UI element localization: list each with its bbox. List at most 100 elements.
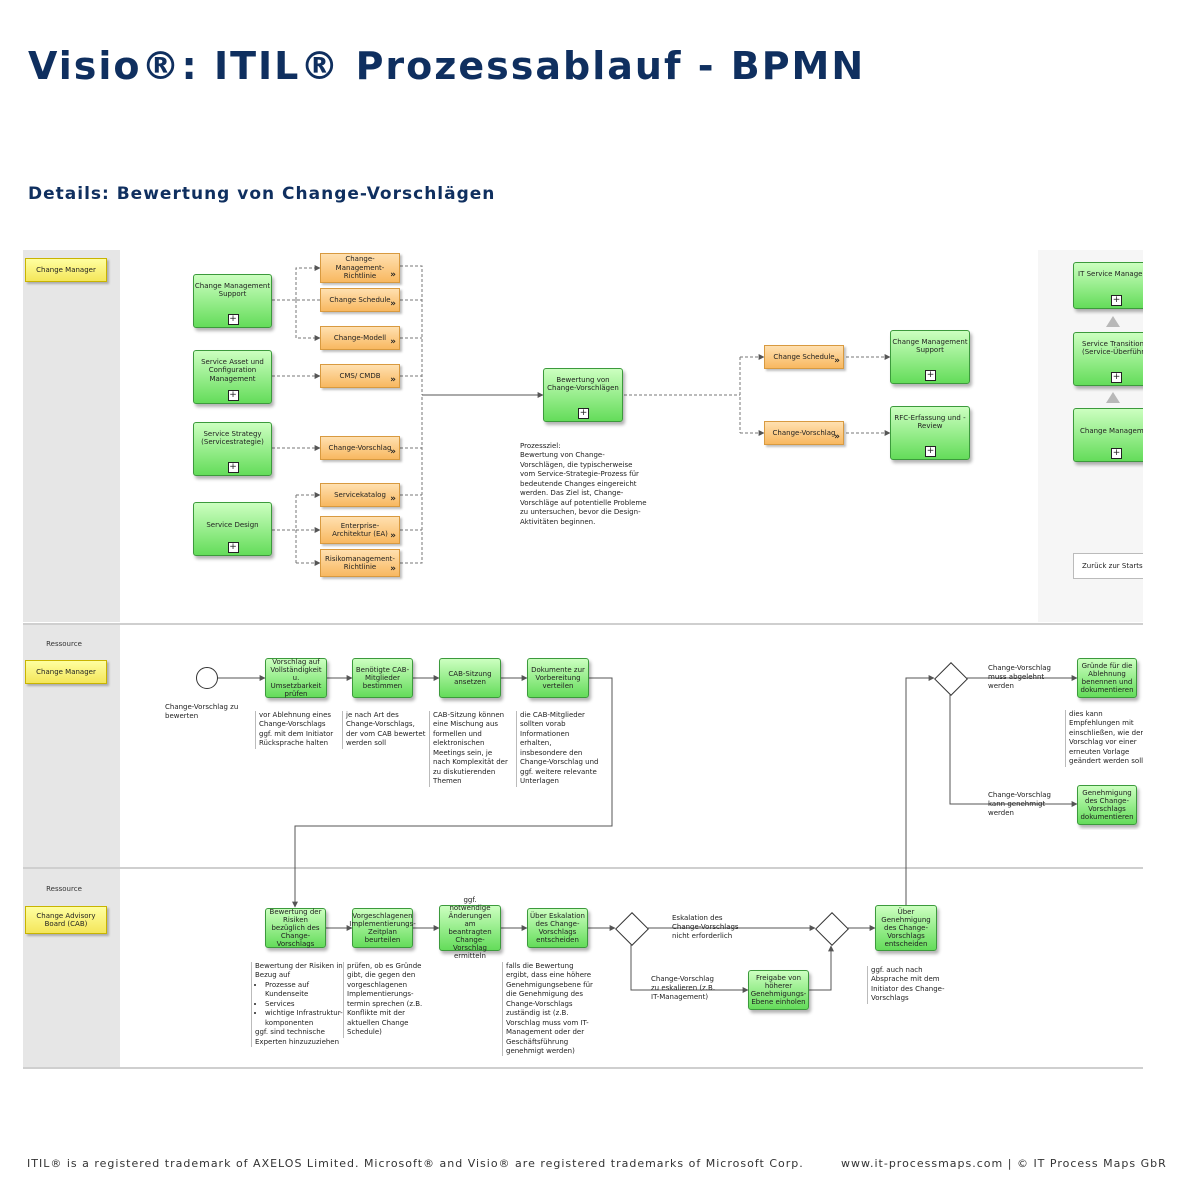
expand-icon[interactable]: + (925, 446, 936, 457)
chevron-right-icon: » (390, 447, 396, 458)
doc-enterprise-architektur[interactable]: Enterprise-Architektur (EA)» (320, 516, 400, 544)
flow-label-keine-eskalation: Eskalation des Change-Vorschlags nicht e… (672, 914, 739, 941)
note-risiken-item: wichtige Infrastruktur-komponenten (265, 1009, 343, 1028)
role-cab: Change Advisory Board (CAB) (25, 906, 107, 934)
doc-label: Change-Management-Richtlinie (335, 255, 385, 281)
note-risiken: Bewertung der Risiken in Bezug auf Proze… (251, 962, 343, 1047)
page-title: Visio®: ITIL® Prozessablauf - BPMN (28, 44, 866, 88)
role-change-manager: Change Manager (25, 660, 107, 684)
start-event[interactable] (196, 667, 218, 689)
note-cab-sitzung: CAB-Sitzung können eine Mischung aus for… (429, 711, 511, 787)
note-zeitplan: prüfen, ob es Gründe gibt, die gegen den… (343, 962, 425, 1038)
flow-label-eskalieren: Change-Vorschlag zu eskalieren (z.B. IT-… (651, 975, 716, 1002)
note-absprache-initiator: ggf. auch nach Absprache mit dem Initiat… (867, 966, 951, 1004)
doc-change-vorschlag-out[interactable]: Change-Vorschlag» (764, 421, 844, 445)
task-dokumente-verteilen[interactable]: Dokumente zur Vorbereitung verteilen (527, 658, 589, 698)
doc-change-schedule[interactable]: Change Schedule» (320, 288, 400, 312)
process-label: Change Management Support (194, 282, 271, 299)
process-service-asset-configuration-management[interactable]: Service Asset und Configuration Manageme… (193, 350, 272, 404)
process-it-service-management[interactable]: IT Service Management + (1073, 262, 1143, 309)
resource-label: Ressource (46, 640, 82, 648)
page-subtitle: Details: Bewertung von Change-Vorschläge… (28, 184, 496, 204)
doc-risikomanagement-richtlinie[interactable]: Risikomanagement-Richtlinie» (320, 549, 400, 577)
process-label: IT Service Management (1078, 270, 1143, 278)
process-goal-note: Prozessziel: Bewertung von Change-Vorsch… (520, 442, 647, 526)
hierarchy-arrow-icon (1106, 316, 1120, 327)
role-change-manager-overview: Change Manager (25, 258, 107, 282)
task-vorschlag-pruefen[interactable]: Vorschlag auf Vollständigkeit u. Umsetzb… (265, 658, 327, 698)
expand-icon[interactable]: + (578, 408, 589, 419)
process-label: Service Strategy (Servicestrategie) (201, 430, 264, 447)
process-change-management-support[interactable]: Change Management Support + (193, 274, 272, 328)
chevron-right-icon: » (834, 432, 840, 443)
doc-label: Change-Modell (333, 333, 387, 342)
task-freigabe-einholen[interactable]: Freigabe von höherer Genehmigungs-Ebene … (748, 970, 809, 1010)
doc-change-schedule-out[interactable]: Change Schedule» (764, 345, 844, 369)
expand-icon[interactable]: + (227, 314, 239, 325)
doc-label: Change Schedule (329, 295, 391, 304)
doc-label: Risikomanagement-Richtlinie (325, 554, 395, 571)
doc-change-vorschlag-in[interactable]: Change-Vorschlag» (320, 436, 400, 460)
note-empfehlungen: dies kann Empfehlungen mit einschließen,… (1065, 710, 1143, 767)
note-cab-mitglieder: die CAB-Mitglieder sollten vorab Informa… (516, 711, 600, 787)
task-genehmigung-dokumentieren[interactable]: Genehmigung des Change-Vorschlags dokume… (1077, 785, 1137, 825)
doc-label: Change Schedule (773, 352, 835, 361)
task-zeitplan-beurteilen[interactable]: Vorgeschlagenen Implementierungs-Zeitpla… (349, 908, 416, 948)
expand-icon[interactable]: + (227, 542, 239, 553)
process-label: Service Asset und Configuration Manageme… (201, 358, 264, 383)
process-bewertung-von-change-vorschlaegen[interactable]: Bewertung von Change-Vorschlägen+ (543, 368, 623, 422)
hierarchy-arrow-icon (1106, 392, 1120, 403)
note-risiken-tail: ggf. sind technische Experten hinzuzuzie… (255, 1028, 340, 1046)
lane-separator (23, 867, 1143, 869)
expand-icon[interactable]: + (227, 390, 239, 401)
note-risiken-list: Prozesse auf Kundenseite Services wichti… (255, 981, 343, 1028)
lane-separator (23, 1067, 1143, 1069)
task-gruende-ablehnung[interactable]: Gründe für die Ablehnung benennen und do… (1077, 658, 1137, 698)
task-risiken-bewerten[interactable]: Bewertung der Risiken bezüglich des Chan… (265, 908, 326, 948)
note-je-nach-art: je nach Art des Change-Vorschlags, der v… (342, 711, 426, 749)
doc-label: Servicekatalog (334, 490, 386, 499)
lane1-right-clip: Gründe für die Ablehnung benennen und do… (1060, 650, 1143, 830)
doc-label: Change-Vorschlag (328, 443, 392, 452)
task-genehmigung-entscheiden[interactable]: Über Genehmigung des Change-Vorschlags e… (875, 905, 937, 951)
process-rfc-erfassung-review[interactable]: RFC-Erfassung und -Review + (890, 406, 970, 460)
expand-icon[interactable]: + (1111, 372, 1122, 383)
expand-icon[interactable]: + (1111, 295, 1122, 306)
doc-servicekatalog[interactable]: Servicekatalog » (320, 483, 400, 507)
chevron-right-icon: » (390, 494, 396, 505)
process-label: RFC-Erfassung und -Review (894, 414, 966, 431)
task-cab-mitglieder-bestimmen[interactable]: Benötigte CAB-Mitglieder bestimmen (352, 658, 413, 698)
note-risiken-item: Prozesse auf Kundenseite (265, 981, 343, 1000)
expand-icon[interactable]: + (1111, 448, 1122, 459)
process-label: Service Design (206, 521, 259, 529)
task-eskalation-entscheiden[interactable]: Über Eskalation des Change-Vorschlags en… (527, 908, 588, 948)
lane-header-cab (23, 869, 120, 1067)
process-change-management[interactable]: Change Management+ (1073, 408, 1143, 462)
task-cab-sitzung-ansetzen[interactable]: CAB-Sitzung ansetzen (439, 658, 501, 698)
back-to-start-button[interactable]: Zurück zur Startseite (1073, 553, 1143, 579)
flow-label-genehmigt: Change-Vorschlag kann genehmigt werden (988, 791, 1051, 818)
doc-cms-cmdb[interactable]: CMS/ CMDB » (320, 364, 400, 388)
doc-change-management-richtlinie[interactable]: Change-Management-Richtlinie » (320, 253, 400, 283)
chevron-right-icon: » (390, 270, 396, 281)
doc-label: Change-Vorschlag (772, 428, 836, 437)
chevron-right-icon: » (834, 356, 840, 367)
process-service-transition[interactable]: Service Transition (Service-Überführung)… (1073, 332, 1143, 386)
hierarchy-clip: IT Service Management + Service Transitio… (1070, 250, 1143, 622)
doc-label: Enterprise-Architektur (EA) (332, 521, 388, 538)
chevron-right-icon: » (390, 299, 396, 310)
doc-change-modell[interactable]: Change-Modell» (320, 326, 400, 350)
footer-copyright[interactable]: www.it-processmaps.com | © IT Process Ma… (841, 1157, 1167, 1170)
chevron-right-icon: » (390, 375, 396, 386)
process-service-strategy[interactable]: Service Strategy (Servicestrategie) + (193, 422, 272, 476)
expand-icon[interactable]: + (925, 370, 936, 381)
expand-icon[interactable]: + (227, 462, 239, 473)
start-event-label: Change-Vorschlag zu bewerten (165, 703, 239, 721)
process-service-design[interactable]: Service Design + (193, 502, 272, 556)
note-risiken-head: Bewertung der Risiken in Bezug auf (255, 962, 343, 980)
task-aenderungen-ermitteln[interactable]: ggf. notwendige Änderungen am beantragte… (439, 896, 501, 960)
process-change-management-support-out[interactable]: Change Management Support+ (890, 330, 970, 384)
footer-trademark: ITIL® is a registered trademark of AXELO… (27, 1157, 804, 1170)
doc-label: CMS/ CMDB (339, 371, 381, 380)
resource-label: Ressource (46, 885, 82, 893)
